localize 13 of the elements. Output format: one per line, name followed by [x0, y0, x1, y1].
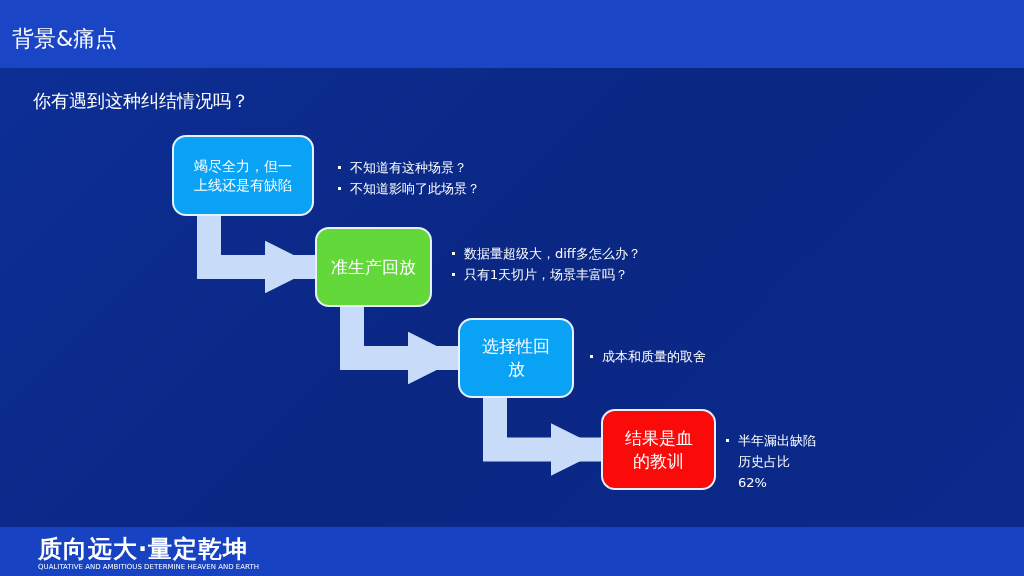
- process-box: 选择性回放: [458, 318, 574, 398]
- process-box: 准生产回放: [315, 227, 432, 307]
- bullet-item: 不知道影响了此场景？: [338, 178, 480, 199]
- bullet-item: 不知道有这种场景？: [338, 157, 480, 178]
- question-text: 你有遇到这种纠结情况吗？: [33, 89, 249, 113]
- slogan-text: 质向远大·量定乾坤: [38, 534, 249, 563]
- bullet-item: 只有1天切片，场景丰富吗？: [452, 264, 641, 285]
- bullet-item: 数据量超级大，diff多怎么办？: [452, 243, 641, 264]
- process-box: 竭尽全力，但一上线还是有缺陷: [172, 135, 314, 216]
- slide-title: 背景&痛点: [12, 25, 118, 53]
- bullet-item: 成本和质量的取舍: [590, 346, 706, 367]
- bullet-item: 半年漏出缺陷历史占比62%: [726, 430, 818, 493]
- process-box: 结果是血的教训: [601, 409, 716, 490]
